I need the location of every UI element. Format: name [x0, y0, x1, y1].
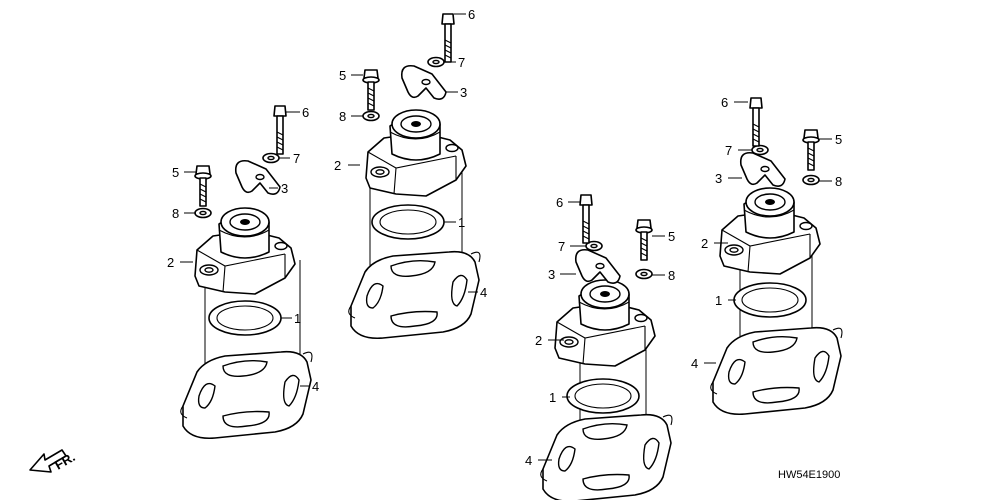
- diagram-code: HW54E1900: [778, 469, 840, 481]
- callout-8: 8: [339, 109, 346, 124]
- direction-label: FR.: [52, 449, 78, 472]
- callout-6: 6: [556, 195, 563, 210]
- callout-1: 1: [458, 215, 465, 230]
- callout-7: 7: [458, 55, 465, 70]
- callout-1: 1: [549, 390, 556, 405]
- front-direction-indicator: FR.: [29, 449, 78, 473]
- callout-8: 8: [835, 174, 842, 189]
- callout-1: 1: [715, 293, 722, 308]
- callout-7: 7: [725, 143, 732, 158]
- callout-7: 7: [558, 239, 565, 254]
- callout-3: 3: [460, 85, 467, 100]
- callout-4: 4: [525, 453, 532, 468]
- callout-3: 3: [548, 267, 555, 282]
- callout-5: 5: [835, 132, 842, 147]
- callout-5: 5: [339, 68, 346, 83]
- callout-4: 4: [312, 379, 319, 394]
- callout-6: 6: [302, 105, 309, 120]
- callout-3: 3: [281, 181, 288, 196]
- callout-1: 1: [294, 311, 301, 326]
- callout-7: 7: [293, 151, 300, 166]
- callout-4: 4: [691, 356, 698, 371]
- callout-3: 3: [715, 171, 722, 186]
- front-arrow-icon: [29, 449, 67, 473]
- callout-8: 8: [668, 268, 675, 283]
- callout-6: 6: [468, 7, 475, 22]
- engine-mount-set-a: [179, 105, 313, 440]
- engine-mount-set-d: [709, 97, 843, 416]
- callout-4: 4: [480, 285, 487, 300]
- callouts: 5 8 2 3 7 6 1 4 5 8 2 3 7 6 1 4 6 7: [167, 7, 842, 468]
- engine-mount-set-c: [539, 194, 673, 500]
- callout-5: 5: [668, 229, 675, 244]
- callout-2: 2: [535, 333, 542, 348]
- callout-5: 5: [172, 165, 179, 180]
- callout-2: 2: [701, 236, 708, 251]
- callout-2: 2: [334, 158, 341, 173]
- callout-8: 8: [172, 206, 179, 221]
- callout-2: 2: [167, 255, 174, 270]
- callout-6: 6: [721, 95, 728, 110]
- engine-mount-set-b: [347, 13, 481, 340]
